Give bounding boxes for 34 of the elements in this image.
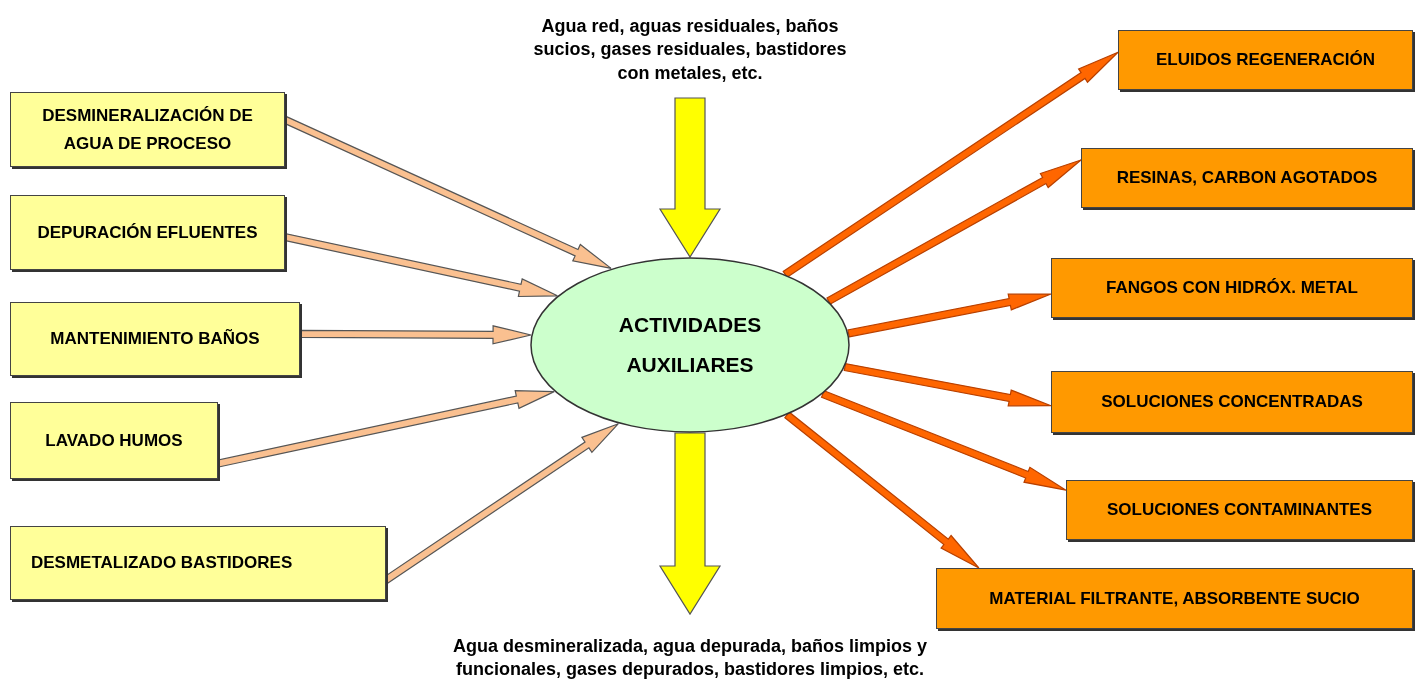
box-label: ELUIDOS REGENERACIÓN — [1155, 49, 1376, 72]
box-label: RESINAS, CARBON AGOTADOS — [1116, 167, 1378, 190]
block-arrow — [299, 325, 532, 345]
process-box — [10, 195, 285, 270]
block-arrow — [826, 159, 1082, 305]
box-label: MANTENIMIENTO BAÑOS — [50, 328, 260, 351]
process-box — [10, 526, 386, 600]
flow-text: Agua red, aguas residuales, baños sucios, gases residuales, bastidores con metales, etc. — [532, 14, 848, 85]
box-label: SOLUCIONES CONCENTRADAS — [1101, 391, 1363, 414]
box-label: DESMETALIZADO BASTIDORES — [31, 552, 293, 575]
process-box — [10, 402, 218, 479]
process-box — [10, 92, 285, 167]
box-label: FANGOS CON HIDRÓX. METAL — [1106, 277, 1358, 300]
ellipse-label: ACTIVIDADES AUXILIARES — [617, 312, 763, 378]
flow-text: Agua desmineralizada, agua depurada, baños limpios y funcionales, gases depurados, bastidores limpios, etc. — [451, 634, 929, 681]
process-box — [936, 568, 1413, 629]
box-label: SOLUCIONES CONTAMINANTES — [1106, 499, 1373, 522]
process-box — [1066, 480, 1413, 540]
box-label: DESMINERALIZACIÓN DE AGUA DE PROCESO — [41, 105, 254, 155]
process-box — [10, 302, 300, 376]
process-box — [1051, 371, 1413, 433]
process-box — [1051, 258, 1413, 318]
block-arrow — [820, 390, 1067, 491]
block-arrow — [658, 432, 722, 616]
box-label: MATERIAL FILTRANTE, ABSORBENTE SUCIO — [989, 587, 1360, 610]
block-arrow — [843, 362, 1052, 407]
process-box — [1081, 148, 1413, 208]
block-arrow — [847, 293, 1052, 338]
block-arrow — [782, 51, 1119, 279]
box-label: LAVADO HUMOS — [45, 429, 183, 452]
process-box — [1118, 30, 1413, 90]
block-arrow — [658, 97, 722, 259]
block-arrow — [784, 411, 980, 569]
box-label: DEPURACIÓN EFLUENTES — [37, 221, 258, 244]
